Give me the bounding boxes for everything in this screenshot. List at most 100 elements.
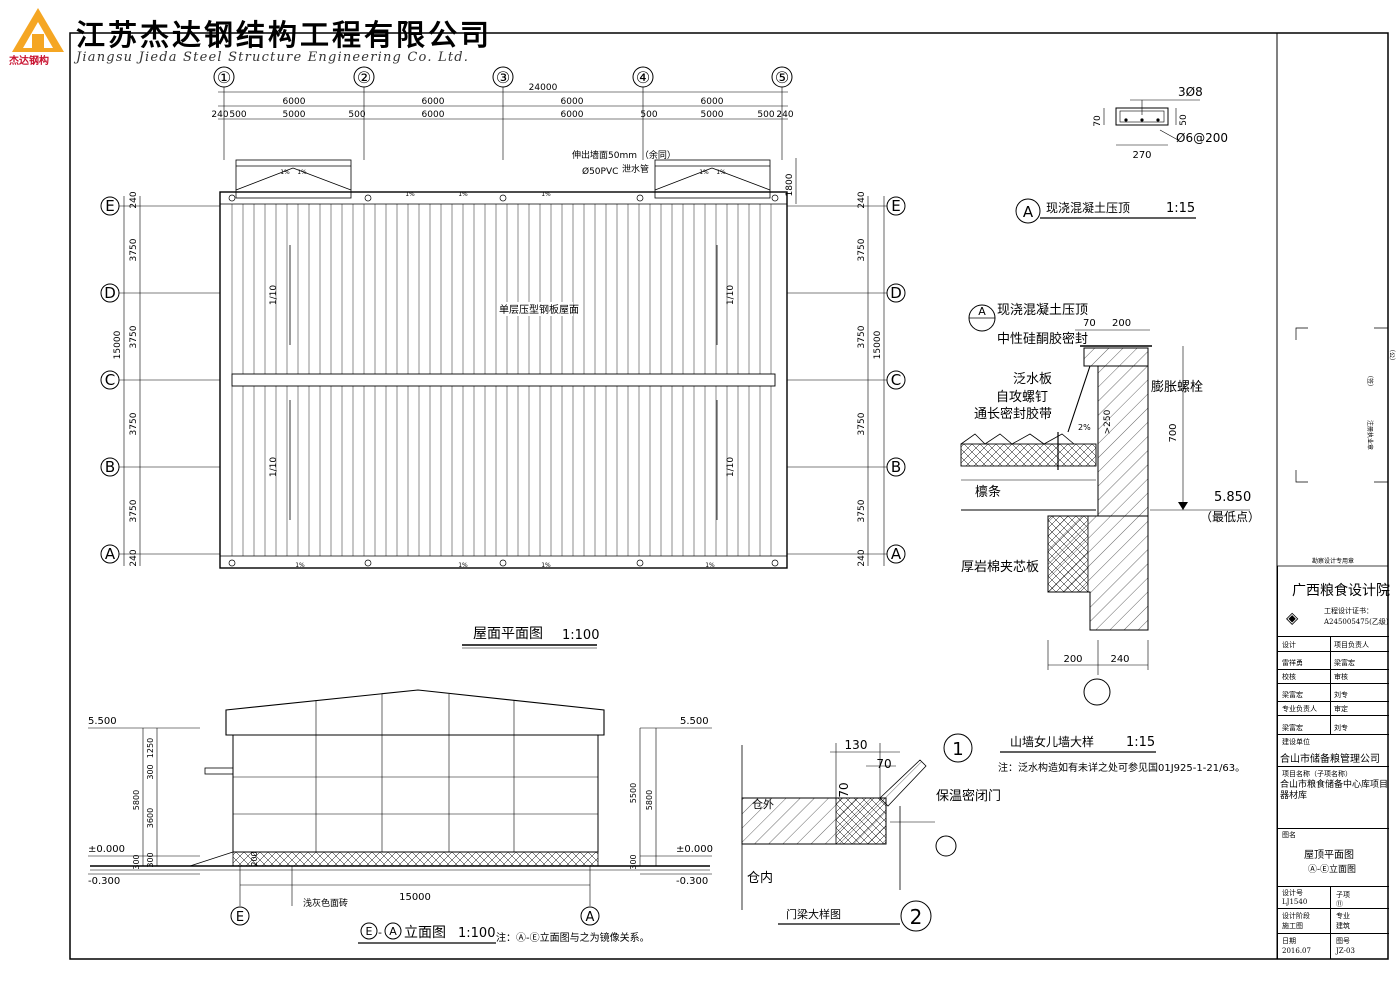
detail-a-scale: 1:15: [1166, 201, 1195, 216]
tb-drawing-name2: Ⓐ-Ⓔ立面图: [1308, 865, 1357, 875]
elev-title-right: A: [389, 925, 397, 938]
elevation-e-a: 5.500 ±0.000 -0.300 5.500 ±0.000 -0.300 …: [88, 689, 713, 944]
dim-bay-3: 6000: [561, 97, 584, 107]
tb-stage-label: 设计阶段: [1282, 912, 1310, 920]
tb-name2: 梁富宏: [1334, 659, 1355, 667]
dim-total-depth-left: 15000: [113, 330, 123, 359]
parapet-dim-250: >250: [1103, 409, 1113, 434]
parapet-dim-bottom-200: 200: [1063, 654, 1082, 665]
tb-date: 2016.07: [1282, 947, 1311, 955]
sheet-border: [69, 32, 1389, 960]
gutter-slope-b1: 1%: [295, 562, 305, 569]
grid-col-4: ④: [636, 68, 650, 87]
grid-col-2: ②: [357, 68, 371, 87]
elev-zero-right: ±0.000: [676, 844, 713, 855]
stirrup: Ø6@200: [1176, 131, 1228, 145]
dim-total-width: 24000: [529, 83, 558, 93]
tb-prof: 建筑: [1336, 922, 1350, 930]
plan-title: 屋面平面图: [473, 626, 543, 642]
elev-note: 注：Ⓐ-Ⓔ立面图与之为镜像关系。: [496, 931, 650, 944]
tb-name1: 雷祥勇: [1282, 659, 1303, 667]
tb-client: 合山市储备粮管理公司: [1280, 754, 1380, 765]
elev-dim-l1: 1250: [146, 738, 155, 758]
title-block: 广西粮食设计院 ◈ 工程设计证书： A245005475(乙级) 设计 项目负责…: [1277, 566, 1390, 959]
company-name-en: Jiangsu Jieda Steel Structure Engineerin…: [76, 50, 470, 65]
tb-date-label: 日期: [1282, 937, 1296, 945]
stamp-text-b: （签）: [1366, 372, 1374, 390]
dim-row-6-right: 240: [857, 549, 867, 566]
tb-sheet-label: 图号: [1336, 937, 1350, 945]
grid-row-c-left: C: [105, 371, 115, 389]
canopy-slope-1: 1%: [280, 169, 290, 176]
parapet-elev-note: （最低点）: [1200, 510, 1260, 524]
dim-row-2-right: 3750: [857, 238, 867, 261]
stamp-text-a: 注册执业章: [1366, 420, 1374, 450]
tb-name5: 梁富宏: [1282, 724, 1303, 732]
tb-project-label: 项目名称（子项名称）: [1282, 770, 1352, 778]
canopy-slope-3: 1%: [699, 169, 709, 176]
roof-label: 单层压型钢板屋面: [499, 303, 579, 316]
door-inside: 仓内: [747, 870, 773, 886]
door-dim-70a: 70: [876, 757, 891, 771]
dim-sub-10: 240: [776, 110, 793, 120]
rebar-top: 3Ø8: [1178, 85, 1203, 99]
sealant-label: 中性硅酮胶密封: [997, 331, 1088, 347]
gutter-slope-t2: 1%: [458, 191, 468, 198]
elev-dim-l2: 300: [146, 764, 155, 779]
panel-label: 厚岩棉夹芯板: [961, 560, 1039, 575]
tb-drawing-name: 屋顶平面图: [1304, 850, 1354, 861]
company-logo: [8, 6, 68, 68]
parapet-marker: A: [978, 305, 986, 318]
parapet-note: 注：泛水构造如有未详之处可参见国01J925-1-21/63。: [998, 761, 1245, 774]
dim-row-1-left: 240: [129, 191, 139, 208]
dim-total-depth-right: 15000: [873, 330, 883, 359]
elev-dash: -: [378, 926, 382, 939]
grid-row-b-left: B: [105, 458, 115, 476]
parapet-detail: A 现浇混凝土压顶 中性硅酮胶密封 泛水板 自攻螺钉 通长密封胶带 檩条 厚岩棉…: [960, 302, 1260, 774]
door-dim-70b: 70: [837, 782, 851, 797]
door-outside: 仓外: [752, 797, 774, 811]
institute-name: 广西粮食设计院: [1292, 583, 1390, 599]
purlin-label: 檩条: [975, 484, 1001, 500]
grid-col-5: ⑤: [775, 68, 789, 87]
elev-marker-right: A: [586, 910, 595, 925]
door-detail: 130 70 70 仓外 仓内 保温密闭门 1 门梁大样图 2: [741, 733, 1001, 932]
detail-a-title: 现浇混凝土压顶: [1046, 200, 1130, 215]
dim-row-3-left: 3750: [129, 325, 139, 348]
tb-design-no-label: 设计号: [1282, 889, 1303, 897]
elev-top-right: 5.500: [680, 716, 709, 727]
door-title: 门梁大样图: [786, 907, 841, 921]
roof-outline: [219, 191, 788, 569]
company-name-cn: 江苏杰达钢结构工程有限公司: [76, 18, 493, 52]
elev-dim-l6: 300: [132, 854, 141, 869]
tb-client-label: 建设单位: [1282, 738, 1310, 746]
gutter-slope-b4: 1%: [705, 562, 715, 569]
dim-row-5-right: 3750: [857, 499, 867, 522]
grid-col-1: ①: [217, 68, 231, 87]
slope-3: 1/10: [726, 285, 736, 305]
dim-row-1-right: 240: [857, 191, 867, 208]
parapet-slope: 2%: [1078, 423, 1091, 432]
elev-dim-r3: 300: [629, 854, 638, 869]
detail-a-dim-270: 270: [1132, 150, 1151, 161]
gutter-slope-b3: 1%: [541, 562, 551, 569]
dim-sub-6: 6000: [561, 110, 584, 120]
tb-prof-label: 专业: [1336, 912, 1350, 920]
dim-sub-3: 5000: [283, 110, 306, 120]
tb-stage: 施工图: [1282, 922, 1303, 930]
door-dim-130: 130: [845, 738, 868, 752]
elev-dim-l4: 300: [146, 852, 155, 867]
parapet-dim-700: 700: [1168, 423, 1179, 442]
parapet-scale: 1:15: [1126, 735, 1155, 750]
elev-width: 15000: [399, 892, 431, 903]
tb-project-lead: 项目负责人: [1334, 641, 1369, 649]
institute-logo-icon: ◈: [1286, 608, 1299, 627]
tb-check: 校核: [1282, 673, 1296, 681]
tb-sheet: JZ-03: [1336, 947, 1355, 955]
grid-row-e-left: E: [105, 197, 114, 215]
parapet-dim-200: 200: [1112, 318, 1131, 329]
elev-zero-left: ±0.000: [88, 844, 125, 855]
parapet-dim-bottom-240: 240: [1110, 654, 1129, 665]
elev-scale: 1:100: [458, 926, 495, 941]
